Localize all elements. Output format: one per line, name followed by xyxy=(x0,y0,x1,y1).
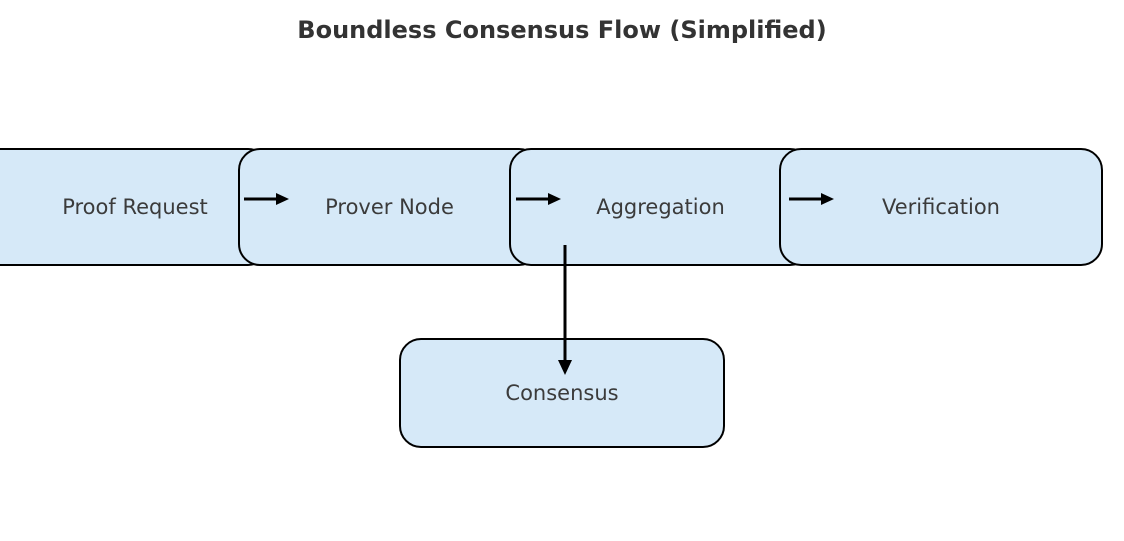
node-prover-node[interactable]: Prover Node xyxy=(238,148,541,266)
node-proof-request-label: Proof Request xyxy=(62,194,208,219)
node-consensus[interactable]: Consensus xyxy=(399,338,725,448)
node-verification[interactable]: Verification xyxy=(779,148,1103,266)
node-consensus-label: Consensus xyxy=(505,380,619,405)
node-verification-label: Verification xyxy=(882,194,1000,219)
node-aggregation-label: Aggregation xyxy=(596,194,725,219)
node-prover-node-label: Prover Node xyxy=(325,194,454,219)
node-aggregation[interactable]: Aggregation xyxy=(509,148,812,266)
node-proof-request[interactable]: Proof Request xyxy=(0,148,270,266)
page-title: Boundless Consensus Flow (Simplified) xyxy=(297,16,827,44)
